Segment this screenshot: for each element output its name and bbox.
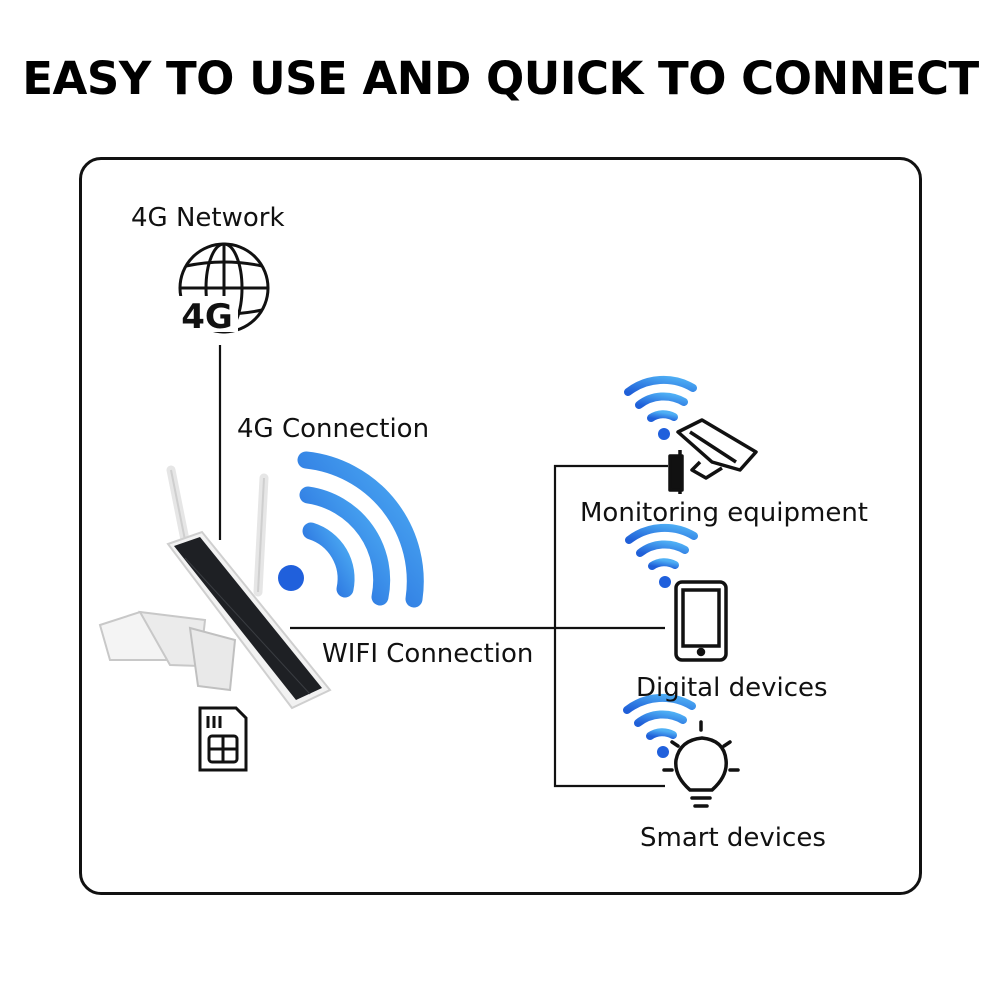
connector-lines bbox=[220, 345, 668, 786]
wifi-small-icon bbox=[629, 528, 694, 588]
wifi-large-icon bbox=[278, 460, 415, 599]
label-smart-devices: Smart devices bbox=[640, 823, 826, 853]
globe-badge-text: 4G bbox=[181, 297, 233, 337]
label-digital-devices: Digital devices bbox=[636, 673, 828, 703]
label-4g-connection: 4G Connection bbox=[237, 414, 429, 444]
label-monitoring-equipment: Monitoring equipment bbox=[580, 498, 868, 528]
label-wifi-connection: WIFI Connection bbox=[322, 639, 533, 669]
cctv-camera-icon bbox=[670, 420, 756, 494]
sim-card-icon bbox=[200, 708, 246, 770]
smartphone-icon bbox=[676, 582, 726, 660]
label-4g-network: 4G Network bbox=[131, 203, 285, 233]
